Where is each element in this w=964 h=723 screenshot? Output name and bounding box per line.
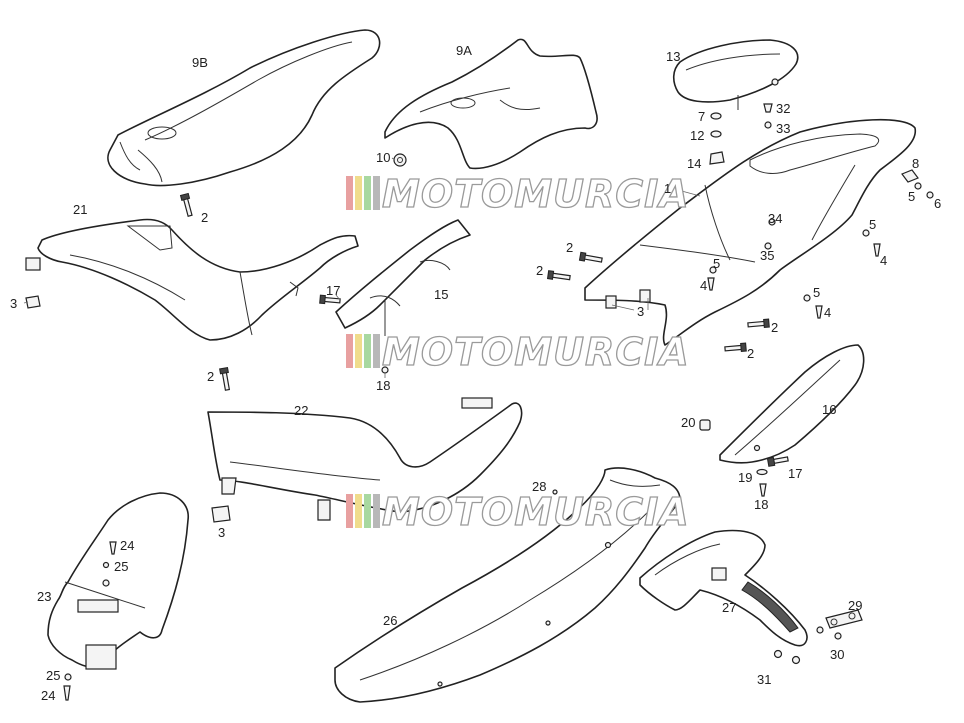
bracket-15 xyxy=(335,219,471,374)
seat-cowl-13 xyxy=(672,39,799,110)
speed-nut-3-lower xyxy=(211,505,231,523)
callout-label: 8 xyxy=(912,156,919,171)
callout-label: 19 xyxy=(738,470,752,485)
callout-label: 15 xyxy=(434,287,448,302)
callout-label: 9A xyxy=(456,43,472,58)
watermark-3: MOTOMURCIA xyxy=(346,489,690,535)
watermark-1: MOTOMURCIA xyxy=(346,171,690,217)
plate-holder-27 xyxy=(639,529,808,647)
callout-labels: 9B 9A 13 7 12 14 32 33 10 1 8 5 6 21 2 3… xyxy=(10,43,941,703)
screw-18-right xyxy=(759,483,767,497)
bolts-item-2 xyxy=(179,192,770,391)
callout-label: 26 xyxy=(383,613,397,628)
seat-9b xyxy=(107,29,381,187)
callout-label: 21 xyxy=(73,202,87,217)
callout-label: 10 xyxy=(376,150,390,165)
callout-label: 22 xyxy=(294,403,308,418)
callout-label: 25 xyxy=(114,559,128,574)
callout-label: 3 xyxy=(637,304,644,319)
callout-label: 2 xyxy=(566,240,573,255)
callout-label: 12 xyxy=(690,128,704,143)
callout-label: 9B xyxy=(192,55,208,70)
callout-label: 24 xyxy=(41,688,55,703)
callout-label: 34 xyxy=(768,211,782,226)
callout-label: 20 xyxy=(681,415,695,430)
watermark-text: MOTOMURCIA xyxy=(382,330,690,374)
callout-label: 2 xyxy=(201,210,208,225)
callout-label: 13 xyxy=(666,49,680,64)
callout-label: 5 xyxy=(908,189,915,204)
callout-label: 5 xyxy=(869,217,876,232)
side-panel-16 xyxy=(719,344,865,464)
undertray-26 xyxy=(334,467,681,703)
watermark-text: MOTOMURCIA xyxy=(382,490,690,534)
callout-label: 2 xyxy=(771,320,778,335)
tail-fairing-1 xyxy=(584,118,916,346)
callout-label: 4 xyxy=(824,305,831,320)
side-panel-21 xyxy=(25,218,359,341)
callout-label: 17 xyxy=(788,466,802,481)
mudguard-23 xyxy=(47,492,189,701)
callout-label: 4 xyxy=(700,278,707,293)
callout-label: 30 xyxy=(830,647,844,662)
leader-lines xyxy=(23,157,701,378)
callout-label: 31 xyxy=(757,672,771,687)
callout-label: 18 xyxy=(376,378,390,393)
callout-label: 29 xyxy=(848,598,862,613)
wm-bar xyxy=(346,176,353,210)
callout-label: 35 xyxy=(760,248,774,263)
watermark-2: MOTOMURCIA xyxy=(346,329,690,375)
callout-label: 25 xyxy=(46,668,60,683)
callout-label: 32 xyxy=(776,101,790,116)
callout-label: 23 xyxy=(37,589,51,604)
callout-label: 6 xyxy=(934,196,941,211)
nuts-31 xyxy=(773,649,801,665)
speed-nut-3-left xyxy=(25,295,41,309)
callout-label: 5 xyxy=(713,256,720,271)
callout-label: 18 xyxy=(754,497,768,512)
callout-label: 28 xyxy=(532,479,546,494)
callout-label: 7 xyxy=(698,109,705,124)
callout-label: 4 xyxy=(880,253,887,268)
bolt-17-right xyxy=(766,456,789,467)
callout-label: 1 xyxy=(664,181,671,196)
washer-19 xyxy=(756,468,768,476)
callout-label: 3 xyxy=(218,525,225,540)
callout-label: 3 xyxy=(10,296,17,311)
callout-label: 27 xyxy=(722,600,736,615)
nuts-30 xyxy=(816,626,842,640)
watermark-text: MOTOMURCIA xyxy=(382,172,690,216)
seat-9a xyxy=(384,38,598,170)
callout-label: 33 xyxy=(776,121,790,136)
callout-label: 24 xyxy=(120,538,134,553)
callout-label: 2 xyxy=(536,263,543,278)
callout-label: 17 xyxy=(326,283,340,298)
callout-label: 2 xyxy=(207,369,214,384)
bracket-29 xyxy=(825,609,863,629)
callout-label: 5 xyxy=(813,285,820,300)
lower-panel-22 xyxy=(207,397,523,521)
callout-label: 16 xyxy=(822,402,836,417)
tail-hardware xyxy=(393,103,934,319)
callout-label: 14 xyxy=(687,156,701,171)
callout-label: 2 xyxy=(747,346,754,361)
grommet-20 xyxy=(699,419,711,431)
